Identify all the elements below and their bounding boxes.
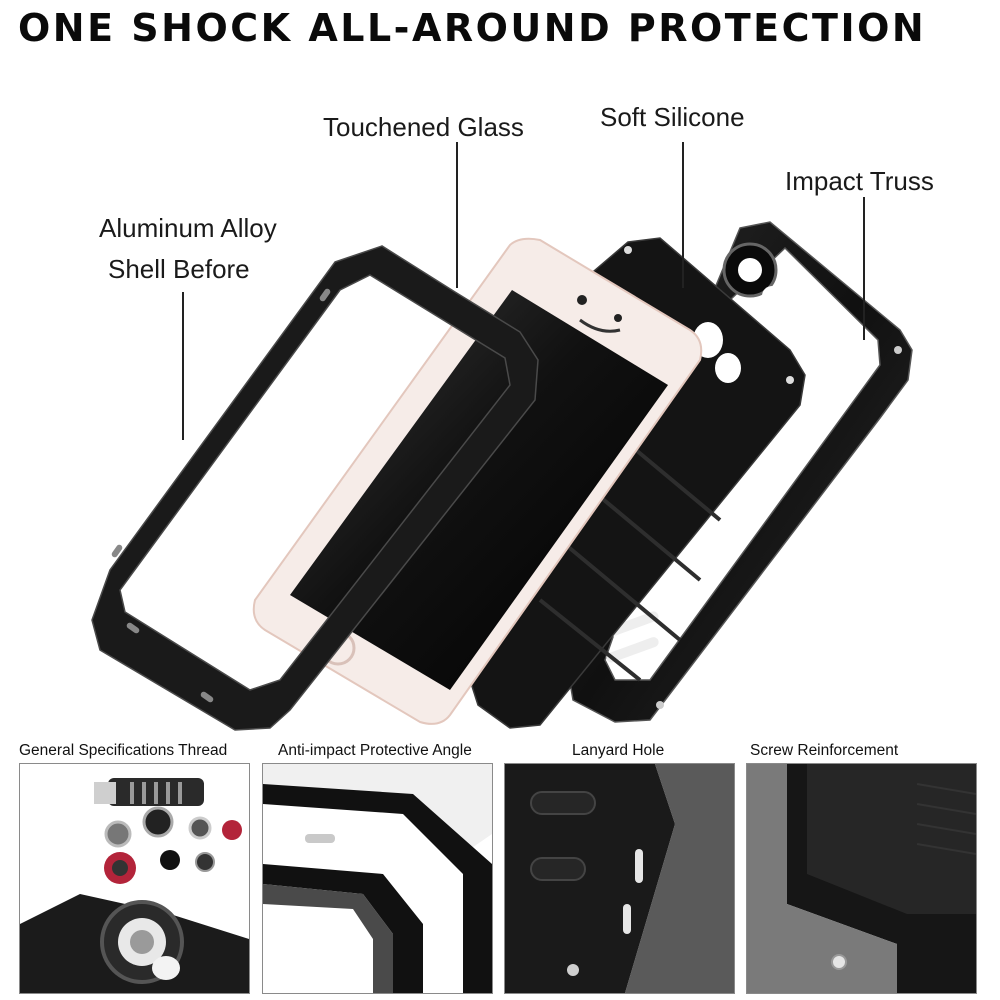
detail-panel-thread (19, 763, 250, 994)
aluminum-shell-layer (91, 245, 539, 731)
callout-silicone: Soft Silicone (600, 102, 745, 132)
exploded-case-illustration (91, 142, 913, 731)
callout-truss: Impact Truss (785, 166, 934, 196)
lens-kit-photo (20, 764, 249, 993)
callout-glass: Touchened Glass (323, 112, 524, 142)
callout-aluminum-line2: Shell Before (108, 254, 250, 284)
detail-caption-screw-reinforcement: Screw Reinforcement (750, 742, 899, 759)
corner-closeup-photo (263, 764, 492, 993)
detail-panel-protective-angle (262, 763, 493, 994)
callout-leader-lines (182, 142, 865, 440)
detail-caption-lanyard-hole: Lanyard Hole (572, 742, 665, 759)
page-title: ONE SHOCK ALL-AROUND PROTECTION (18, 6, 927, 50)
lanyard-closeup-photo (505, 764, 734, 993)
detail-panel-screw-reinforcement (746, 763, 977, 994)
screw-closeup-photo (747, 764, 976, 993)
detail-panel-lanyard-hole (504, 763, 735, 994)
detail-caption-protective-angle: Anti-impact Protective Angle (278, 742, 472, 759)
detail-caption-thread: General Specifications Thread (19, 742, 228, 759)
callout-aluminum-line1: Aluminum Alloy (99, 213, 277, 243)
